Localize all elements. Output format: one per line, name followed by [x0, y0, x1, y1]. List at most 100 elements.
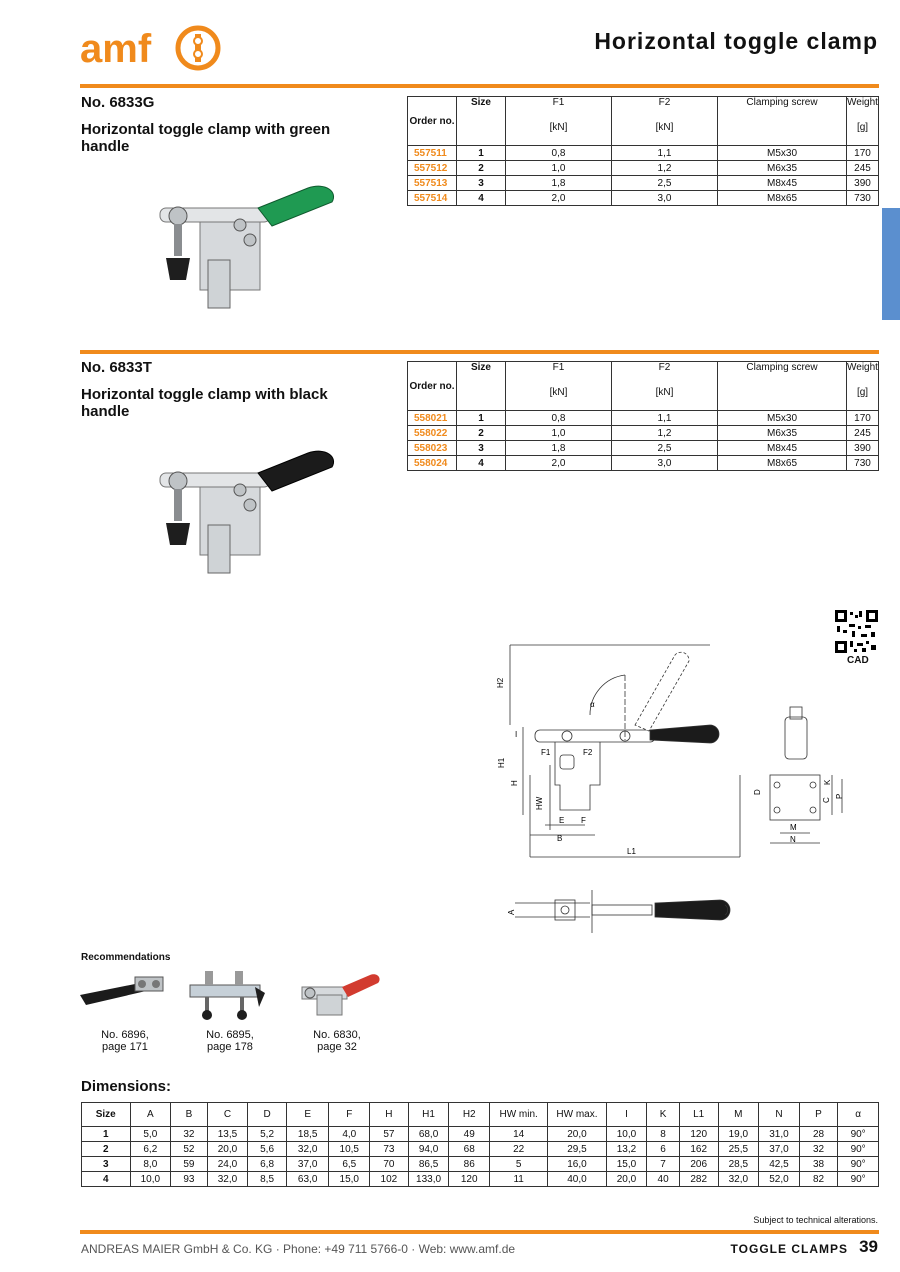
- col-f2: F2[kN]: [611, 96, 718, 146]
- table-cell: 82: [798, 1171, 839, 1187]
- table-cell: 37,0: [758, 1141, 800, 1157]
- column-header: B: [170, 1102, 208, 1127]
- col-order-no: Order no.: [407, 96, 457, 146]
- table-cell: 31,0: [758, 1126, 800, 1142]
- column-header: L1: [678, 1102, 719, 1127]
- column-header: K: [646, 1102, 680, 1127]
- recommendation-caption: No. 6896,page 171: [101, 1029, 149, 1053]
- order-number-cell[interactable]: 557513: [407, 175, 457, 191]
- table-cell: 18,5: [285, 1126, 330, 1142]
- table-cell: 70: [369, 1156, 409, 1172]
- table-cell: 0,8: [505, 410, 612, 426]
- table-cell: 90°: [837, 1141, 879, 1157]
- recommendation-caption: No. 6895,page 178: [206, 1029, 254, 1053]
- col-size: Size: [456, 361, 506, 411]
- label-a: A: [507, 909, 516, 915]
- product-description: Horizontal toggle clamp with black handl…: [81, 386, 328, 420]
- column-header: Size: [81, 1102, 131, 1127]
- table-cell: 4: [456, 455, 506, 471]
- table-cell: 3: [81, 1156, 131, 1172]
- order-number-cell[interactable]: 558022: [407, 425, 457, 441]
- column-header: I: [605, 1102, 648, 1127]
- column-header: C: [206, 1102, 249, 1127]
- col-order-no: Order no.: [407, 361, 457, 411]
- col-f1: F1[kN]: [505, 96, 612, 146]
- table-cell: 245: [846, 425, 879, 441]
- column-header: HW max.: [547, 1102, 607, 1127]
- table-cell: 1,8: [505, 175, 612, 191]
- table-cell: 3,0: [611, 190, 718, 206]
- order-number-cell[interactable]: 557512: [407, 160, 457, 176]
- cad-qr-code[interactable]: [835, 610, 878, 653]
- order-number-cell[interactable]: 557511: [407, 145, 457, 161]
- label-m: M: [790, 823, 797, 832]
- label-d: D: [753, 789, 762, 795]
- table-cell: 57: [369, 1126, 409, 1142]
- column-header: M: [717, 1102, 760, 1127]
- column-header: H2: [448, 1102, 490, 1127]
- col-weight: Weight[g]: [846, 96, 879, 146]
- table-cell: 4: [456, 190, 506, 206]
- table-cell: 25,5: [717, 1141, 760, 1157]
- table-cell: 90°: [837, 1171, 879, 1187]
- table-cell: 94,0: [407, 1141, 450, 1157]
- order-number-cell[interactable]: 557514: [407, 190, 457, 206]
- table-cell: 16,0: [547, 1156, 607, 1172]
- recommendation-image[interactable]: [80, 965, 170, 1023]
- page-number: 39: [859, 1237, 878, 1256]
- order-number-cell[interactable]: 558024: [407, 455, 457, 471]
- header-divider: [80, 84, 879, 88]
- order-table: Order no. Size F1[kN] F2[kN] Clamping sc…: [407, 96, 879, 206]
- column-header: HW min.: [488, 1102, 549, 1127]
- table-cell: 73: [369, 1141, 409, 1157]
- label-f2: F2: [583, 748, 593, 757]
- order-number-cell[interactable]: 558023: [407, 440, 457, 456]
- table-cell: 5,6: [247, 1141, 287, 1157]
- table-cell: 22: [488, 1141, 549, 1157]
- product-number: No. 6833G: [81, 94, 155, 111]
- technical-drawing-top: A: [507, 890, 731, 933]
- table-cell: M8x45: [717, 175, 847, 191]
- label-l1: L1: [627, 847, 636, 856]
- table-cell: 24,0: [206, 1156, 249, 1172]
- table-cell: 52,0: [758, 1171, 800, 1187]
- order-number-cell[interactable]: 558021: [407, 410, 457, 426]
- table-cell: 49: [448, 1126, 490, 1142]
- recommendation-image[interactable]: [185, 965, 275, 1023]
- label-k: K: [823, 779, 832, 785]
- footer-company: ANDREAS MAIER GmbH & Co. KG · Phone: +49…: [81, 1242, 516, 1256]
- clamp-green-handle-image: [159, 185, 334, 309]
- table-cell: 7: [646, 1156, 680, 1172]
- col-clamping-screw: Clamping screw: [717, 361, 847, 411]
- table-cell: 52: [170, 1141, 208, 1157]
- col-f1: F1[kN]: [505, 361, 612, 411]
- label-p: P: [835, 794, 844, 799]
- col-f2: F2[kN]: [611, 361, 718, 411]
- table-cell: 120: [678, 1126, 719, 1142]
- table-cell: 15,0: [605, 1156, 648, 1172]
- table-cell: 1: [456, 145, 506, 161]
- table-cell: M5x30: [717, 410, 847, 426]
- order-table: Order no. Size F1[kN] F2[kN] Clamping sc…: [407, 361, 879, 471]
- recommendation-image[interactable]: [292, 965, 382, 1023]
- table-cell: 14: [488, 1126, 549, 1142]
- label-c: C: [822, 797, 831, 803]
- table-cell: 0,8: [505, 145, 612, 161]
- table-cell: 32: [170, 1126, 208, 1142]
- label-hw: HW: [535, 796, 544, 810]
- label-h: H: [510, 780, 519, 786]
- table-cell: 2,0: [505, 190, 612, 206]
- label-h1: H1: [497, 757, 506, 768]
- table-cell: 90°: [837, 1126, 879, 1142]
- table-cell: 86,5: [407, 1156, 450, 1172]
- table-cell: 206: [678, 1156, 719, 1172]
- label-h2: H2: [496, 677, 505, 688]
- recommendation-caption: No. 6830,page 32: [313, 1029, 361, 1053]
- column-header: E: [285, 1102, 330, 1127]
